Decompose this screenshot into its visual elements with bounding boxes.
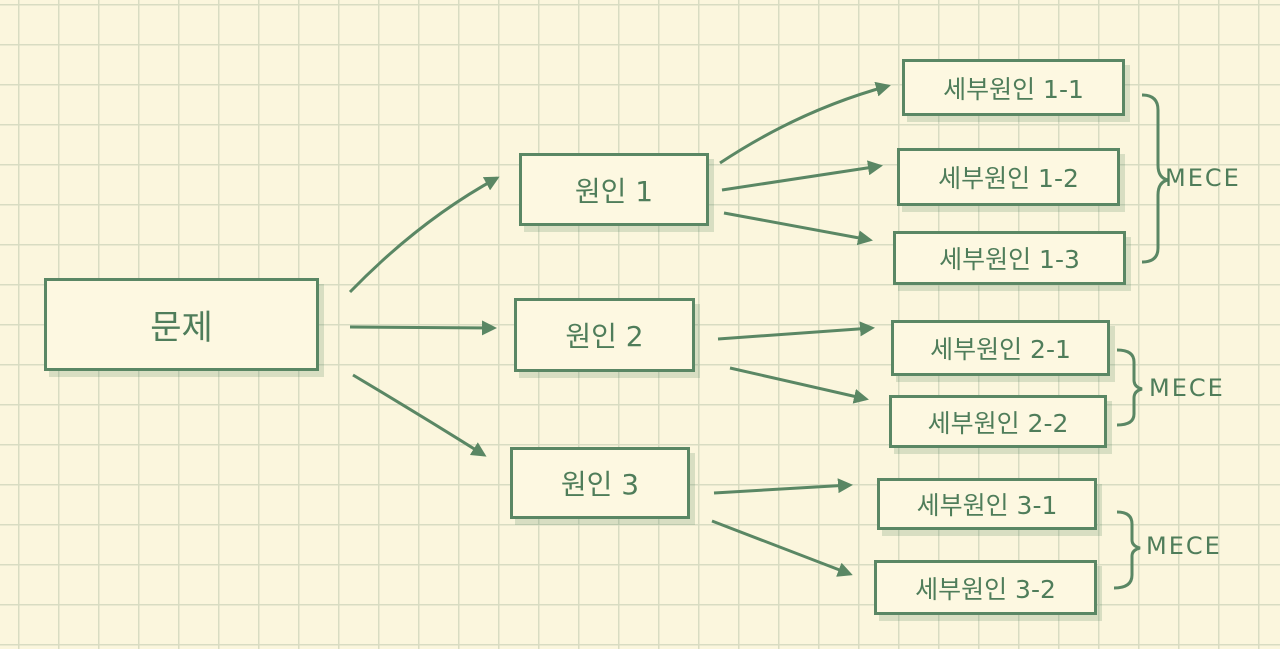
arrow-cause-3-to-sub-3-1 — [713, 478, 853, 495]
mece-brace-2 — [1116, 348, 1143, 427]
cause-label-1: 원인 1 — [574, 174, 654, 208]
mece-label-1: MECE — [1165, 164, 1241, 192]
sub-cause-label-1-3: 세부원인 1-3 — [939, 245, 1080, 274]
sub-cause-box-1-1: 세부원인 1-1 — [902, 59, 1125, 116]
mece-brace-3 — [1113, 510, 1141, 590]
sub-cause-label-3-2: 세부원인 3-2 — [915, 574, 1056, 604]
cause-label-3: 원인 3 — [560, 468, 640, 501]
sub-cause-box-1-3: 세부원인 1-3 — [893, 231, 1126, 285]
sub-cause-label-3-1: 세부원인 3-1 — [916, 491, 1058, 520]
arrow-cause-2-to-sub-2-1 — [717, 321, 875, 341]
cause-label-2: 원인 2 — [565, 320, 644, 353]
mece-brace-1 — [1141, 93, 1169, 264]
arrow-cause-1-to-sub-1-2 — [721, 160, 883, 192]
arrow-root-to-cause-1 — [348, 176, 500, 294]
sub-cause-box-2-2: 세부원인 2-2 — [889, 395, 1107, 448]
sub-cause-box-3-1: 세부원인 3-1 — [877, 478, 1097, 530]
arrow-cause-1-to-sub-1-3 — [723, 211, 873, 246]
arrow-cause-3-to-sub-3-2 — [711, 519, 853, 577]
mece-label-2: MECE — [1149, 374, 1225, 402]
root-problem-label: 문제 — [150, 308, 213, 348]
cause-box-3: 원인 3 — [510, 447, 690, 519]
arrow-root-to-cause-3 — [352, 373, 487, 457]
mece-label-3: MECE — [1146, 532, 1222, 560]
arrow-cause-1-to-sub-1-1 — [719, 81, 891, 165]
sub-cause-box-3-2: 세부원인 3-2 — [874, 560, 1097, 615]
sub-cause-box-2-1: 세부원인 2-1 — [891, 320, 1110, 376]
arrow-root-to-cause-2 — [349, 320, 497, 336]
cause-box-2: 원인 2 — [514, 298, 695, 372]
sub-cause-label-2-1: 세부원인 2-1 — [930, 335, 1071, 364]
cause-box-1: 원인 1 — [519, 153, 709, 226]
sub-cause-label-2-2: 세부원인 2-2 — [927, 408, 1069, 438]
sub-cause-label-1-2: 세부원인 1-2 — [938, 164, 1079, 193]
sub-cause-label-1-1: 세부원인 1-1 — [943, 74, 1084, 104]
arrow-cause-2-to-sub-2-2 — [729, 366, 869, 404]
root-problem-box: 문제 — [44, 278, 319, 371]
sub-cause-box-1-2: 세부원인 1-2 — [897, 148, 1120, 206]
